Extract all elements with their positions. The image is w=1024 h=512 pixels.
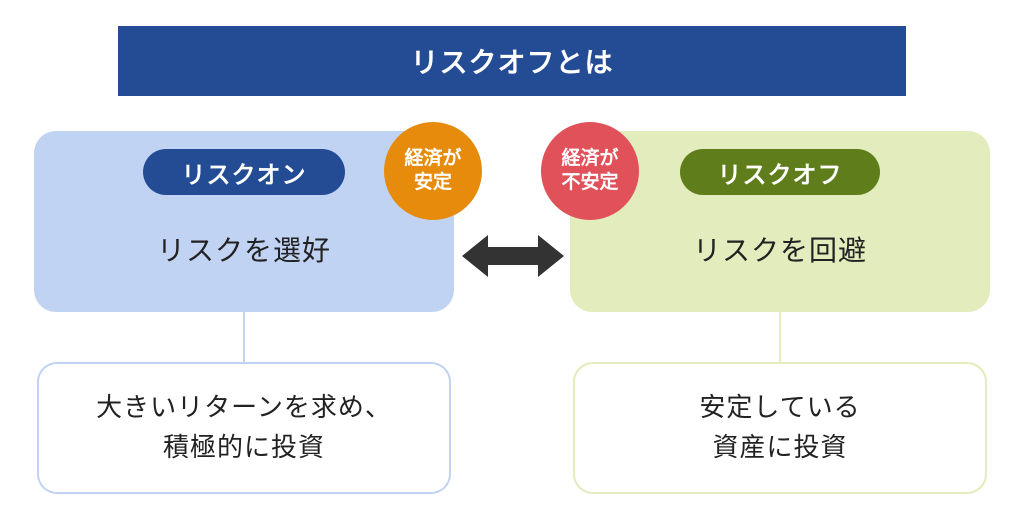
risk-off-badge: リスクオフ [680,149,880,195]
risk-on-connector [243,312,245,363]
risk-off-description-line2: 資産に投資 [712,433,848,463]
risk-on-badge: リスクオン [143,149,345,195]
risk-on-description-line1: 大きいリターンを求め、 [96,392,392,423]
risk-off-connector [779,312,781,363]
risk-on-description-line2: 積極的に投資 [162,433,325,463]
risk-off-description-line1: 安定している [699,392,861,423]
economy-stable-line1: 経済が [404,147,462,170]
risk-on-description: 大きいリターンを求め、 積極的に投資 [37,362,451,494]
economy-stable-line2: 安定 [413,171,452,193]
risk-off-description: 安定している 資産に投資 [573,362,987,494]
risk-on-subtitle: リスクを選好 [156,234,331,267]
diagram-title: リスクオフとは [118,26,906,96]
economy-unstable-line2: 不安定 [561,171,619,193]
economy-stable-circle: 経済が 安定 [384,122,482,220]
risk-off-panel: リスクオフ リスクを回避 [570,131,990,312]
economy-unstable-circle: 経済が 不安定 [541,122,639,220]
double-arrow-icon [462,235,564,277]
economy-unstable-line1: 経済が [561,147,619,170]
risk-off-subtitle: リスクを回避 [692,234,867,267]
